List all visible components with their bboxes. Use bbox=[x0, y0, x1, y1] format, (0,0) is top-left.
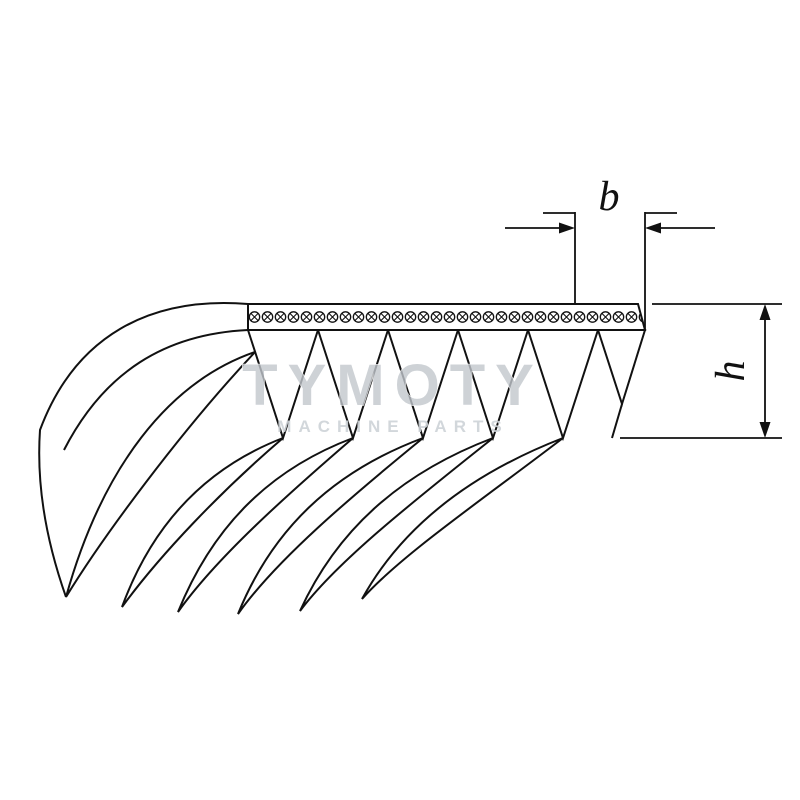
belt-rib-strip bbox=[177, 437, 354, 613]
height-label: h bbox=[708, 361, 754, 382]
arrowhead-right-icon bbox=[559, 222, 575, 234]
belt-rib-strip bbox=[65, 351, 256, 598]
belt-rib-strip bbox=[299, 437, 494, 612]
belt-inner-curve bbox=[63, 329, 249, 451]
arrowhead-up-icon bbox=[759, 304, 771, 320]
belt-top-band bbox=[247, 303, 647, 331]
watermark: TYMOTY MACHINE PARTS bbox=[241, 352, 544, 436]
arrowhead-left-icon bbox=[645, 222, 661, 234]
dimension-h: h bbox=[620, 303, 782, 439]
belt-outer-curve bbox=[38, 302, 249, 598]
belt-body-curves bbox=[38, 302, 249, 598]
width-label: b bbox=[599, 174, 620, 220]
belt-rib-strip bbox=[361, 437, 564, 600]
belt-rib-strip bbox=[237, 437, 424, 615]
belt-end-cut-edge bbox=[611, 403, 623, 439]
watermark-subtitle: MACHINE PARTS bbox=[277, 417, 508, 436]
belt-rib-strip bbox=[121, 437, 284, 608]
belt-front-face bbox=[246, 326, 647, 442]
belt-rib-strips bbox=[65, 351, 564, 615]
watermark-title: TYMOTY bbox=[242, 353, 544, 418]
dimension-b: b bbox=[505, 174, 715, 330]
arrowhead-down-icon bbox=[759, 422, 771, 438]
